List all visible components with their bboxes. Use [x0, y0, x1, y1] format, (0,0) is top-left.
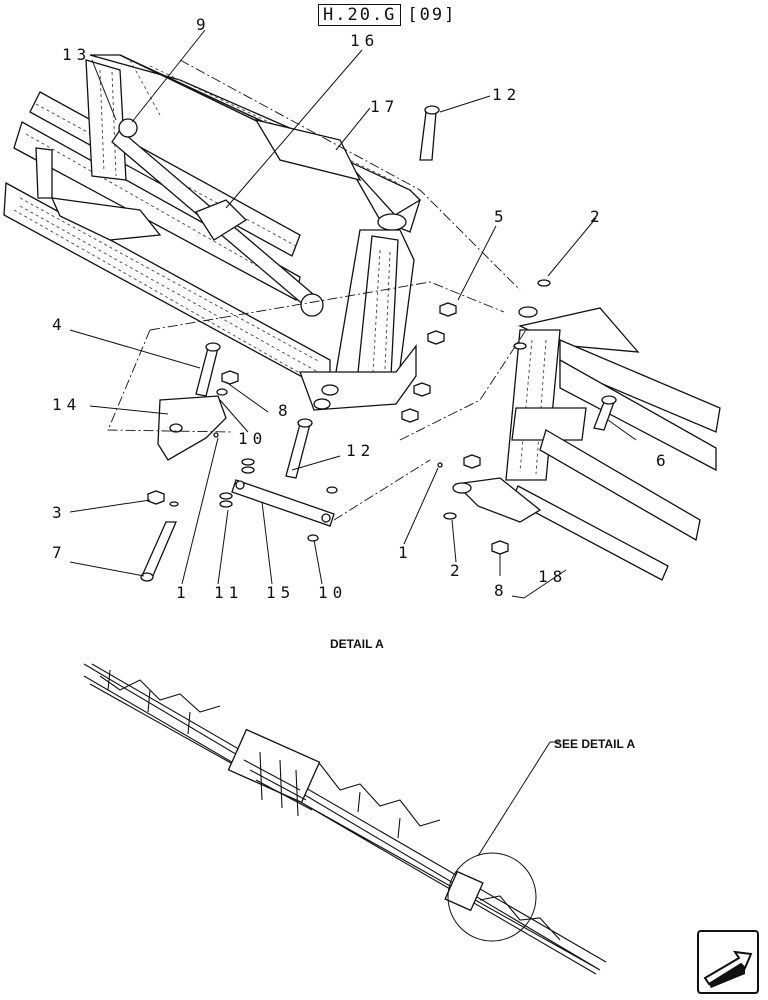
bolt-12-lower: [285, 423, 311, 479]
part-15-strap: [231, 479, 335, 527]
nut-3: [147, 490, 165, 505]
housing-slot: [254, 119, 362, 181]
part-14-clamp: [157, 395, 227, 461]
cylinder-clamp: [195, 199, 248, 241]
nut-d: [401, 408, 419, 423]
callout-7: 7: [52, 543, 67, 562]
callout-15: 15: [266, 583, 295, 602]
callout-numbers: 9 13 16 17 12 5 2 4 14 8 10 12 6 3 7 1 1…: [52, 15, 671, 602]
left-boom-assembly: [3, 54, 422, 411]
callout-11: 11: [214, 583, 243, 602]
nut-5b: [427, 330, 445, 345]
callout-10-upper: 10: [238, 429, 267, 448]
bolt-7: [141, 521, 177, 579]
boom-overview: [83, 663, 607, 975]
next-page-arrow-icon: [703, 950, 753, 988]
callout-2-top: 2: [590, 207, 605, 226]
right-upper-beam-b: [559, 358, 717, 472]
callout-14: 14: [52, 395, 81, 414]
callout-3: 3: [52, 503, 67, 522]
washer-2-top: [537, 279, 551, 287]
detail-a-circle: [447, 852, 537, 942]
hardware: [140, 105, 617, 582]
callout-12-lower: 12: [346, 441, 375, 460]
bolt-4: [195, 347, 219, 397]
right-lower-beam-a: [539, 429, 701, 542]
right-boom-assembly: [452, 306, 721, 581]
nut-right: [463, 454, 481, 469]
callout-1-left: 1: [176, 583, 191, 602]
callout-6: 6: [656, 451, 671, 470]
callout-13: 13: [62, 45, 91, 64]
callout-8-left: 8: [278, 401, 293, 420]
pivot-top-bushing: [377, 213, 407, 231]
right-upper-beam-a: [559, 339, 721, 433]
vertical-post: [85, 59, 127, 181]
callout-2-bottom: 2: [450, 561, 465, 580]
drawing-code-suffix: [09]: [407, 5, 457, 25]
right-base-plate: [454, 477, 542, 523]
callout-9: 9: [196, 15, 211, 34]
leader-lines: [69, 29, 637, 599]
see-detail-a-label: SEE DETAIL A: [554, 737, 635, 751]
callout-1-right: 1: [398, 543, 413, 562]
center-lines: [107, 59, 527, 521]
foot-bracket: [50, 197, 162, 241]
callout-8-right: 8: [494, 581, 509, 600]
next-page-button[interactable]: [697, 930, 759, 994]
nut-8b: [491, 540, 509, 555]
boom-center-frame: [227, 728, 321, 804]
callout-18: 18: [538, 567, 567, 586]
cylinder-top-pivot: [118, 118, 138, 138]
nut-5a: [439, 302, 457, 317]
right-hinge-block: [511, 407, 587, 441]
callout-12-top: 12: [492, 85, 521, 104]
drawing-code-box: H.20.G: [318, 4, 402, 26]
drawing-code: H.20.G[09]: [318, 4, 456, 26]
washer-2-bottom: [443, 512, 457, 520]
nut-8a: [221, 370, 239, 385]
small-bracket: [35, 147, 53, 199]
callout-5: 5: [494, 207, 509, 226]
callout-17: 17: [370, 97, 399, 116]
callout-4: 4: [52, 315, 67, 334]
detail-a-label: DETAIL A: [330, 637, 384, 651]
nut-c: [413, 382, 431, 397]
callout-10-lower: 10: [318, 583, 347, 602]
cylinder-bottom-pivot: [300, 293, 324, 317]
bolt-12-top: [419, 111, 437, 161]
callout-16: 16: [350, 31, 379, 50]
